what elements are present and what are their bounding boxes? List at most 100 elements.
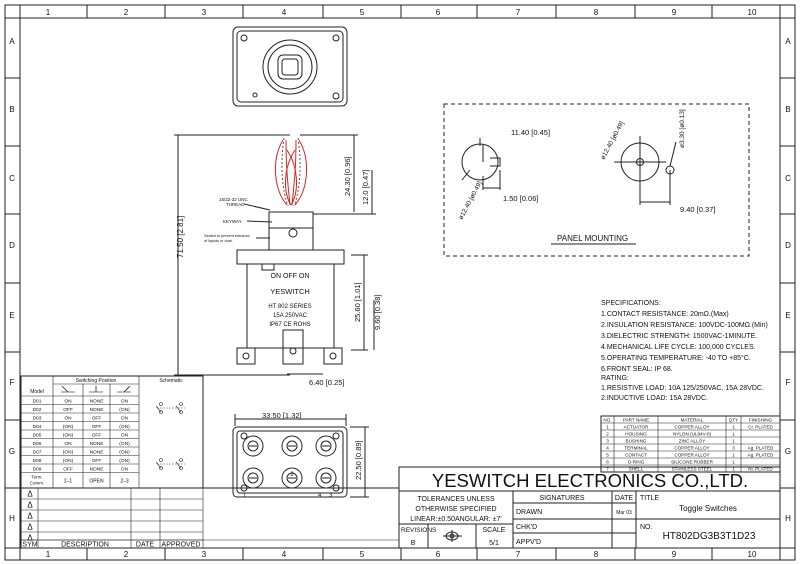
bom-cell: 1 <box>606 425 609 430</box>
switching-model: D09 <box>33 467 42 473</box>
panel-mounting <box>443 103 750 257</box>
switching-cell: OFF <box>63 407 73 413</box>
bom-cell: COPPER ALLOY <box>674 453 709 458</box>
dim-lever-height: 24.30 [0.96] <box>343 156 352 196</box>
switching-cell: NONE <box>90 441 104 447</box>
title-block <box>398 466 781 549</box>
bom-cell: COPPER ALLOY <box>674 446 709 451</box>
grid-row-left: F <box>10 378 15 387</box>
revision-header: SYM <box>22 542 37 549</box>
grid-row-left: H <box>9 514 15 523</box>
terminal-outline <box>281 435 303 457</box>
lever-symbol-arm <box>123 385 131 393</box>
switching-model: D03 <box>33 416 42 422</box>
specs-title: SPECIFICATIONS: <box>601 300 661 307</box>
tolerance-line-3: LINEAR:±0.50ANGULAR: ±7' <box>410 516 502 523</box>
bom-cell: 3 <box>732 446 735 451</box>
rating-title: RATING: <box>601 375 629 382</box>
revision-symbol: Δ <box>27 512 33 521</box>
scale-value: 5/1 <box>489 540 499 547</box>
bom-cell: 6 <box>606 460 609 465</box>
switching-cell: NONE <box>90 399 104 405</box>
schematic-header: Schematic <box>159 378 183 384</box>
bom-cell: TERMINAL <box>624 446 648 451</box>
dim-body-height: 25.60 [1.01] <box>353 282 362 322</box>
bom-cell: Ag. PLATED <box>748 453 774 458</box>
title-value: Toggle Switches <box>679 504 737 513</box>
bom-cell: 1 <box>732 460 735 465</box>
grid-row-left: G <box>9 447 15 456</box>
bom-cell: Cr. PLATED <box>748 425 773 430</box>
grid-row-left: E <box>9 311 14 320</box>
switching-model: D08 <box>33 458 42 464</box>
dim-total-height: 71.50 [2.81] <box>176 216 185 258</box>
date-label: DATE <box>615 495 633 502</box>
pin-label-4: 4 <box>318 493 322 499</box>
grid-col-top: 3 <box>202 8 207 17</box>
bom-cell: 3 <box>606 439 609 444</box>
bom-cell: Ag. PLATED <box>748 446 774 451</box>
grid-col-top: 9 <box>672 8 677 17</box>
panel-mounting-label: PANEL MOUNTING <box>557 234 628 243</box>
schematic-blade <box>175 461 182 469</box>
revisions-label: REVISIONS <box>401 527 437 534</box>
bom-cell: 4 <box>606 446 609 451</box>
side-view <box>174 134 376 376</box>
grid-col-bottom: 8 <box>594 550 599 559</box>
pin-label-center: 2 <box>290 472 294 478</box>
switching-model: D05 <box>33 433 42 439</box>
revision-header: DATE <box>136 542 154 549</box>
spec-line-2: 2.INSULATION RESISTANCE: 100VDC-100MΩ.(M… <box>601 322 768 329</box>
company-name: YESWITCH ELECTRONICS CO.,LTD. <box>432 470 748 491</box>
grid-col-bottom: 5 <box>360 550 365 559</box>
panel-dim-b: 1.50 [0.06] <box>503 194 538 203</box>
switching-model: D07 <box>33 450 42 456</box>
schematic-contact <box>179 458 183 462</box>
grid-row-right: E <box>785 311 790 320</box>
drawn-label: DRAWN <box>516 509 542 516</box>
bom-header-cell: MATERIAL <box>681 418 704 423</box>
switching-cell: OFF <box>92 416 102 422</box>
term-value: 2–1 <box>64 479 73 485</box>
grid-col-top: 1 <box>46 8 51 17</box>
panel-dim-f: ø3.30 [ø0.13] <box>679 109 686 148</box>
bom-header-cell: NO. <box>603 418 611 423</box>
bom-cell: COPPER ALLOY <box>674 425 709 430</box>
term-label: Comm. <box>30 481 45 486</box>
grid-col-top: 10 <box>748 8 757 17</box>
grid-col-top: 5 <box>360 8 365 17</box>
dim-thread-height: 12.0 [0.47] <box>361 170 370 205</box>
switching-cell: OFF <box>92 424 102 430</box>
spec-line-3: 3.DIELECTRIC STRENGTH: 1500VAC-1MINUTE. <box>601 333 757 340</box>
terminal-outline <box>242 435 264 457</box>
thread-note-line1: 15/32-32 UNC <box>219 197 249 202</box>
switching-cell: (ON) <box>63 458 74 464</box>
body-cert: IP67 CE ROHS <box>269 322 310 328</box>
bottom-view <box>232 414 369 498</box>
grid-col-bottom: 7 <box>516 550 521 559</box>
grid-row-left: D <box>9 241 15 250</box>
terminal-screw <box>247 440 259 452</box>
number-label: NO. <box>640 524 653 531</box>
bom-cell: O-RING <box>628 460 645 465</box>
switching-cell: (ON) <box>119 441 130 447</box>
grid-row-right: B <box>785 105 790 114</box>
bom-header-cell: PART NAME <box>623 418 649 423</box>
switching-cell: (ON) <box>63 450 74 456</box>
schematic-contact <box>179 410 183 414</box>
bom-cell: STAINLESS STEEL <box>672 467 713 472</box>
revision-symbol: Δ <box>27 490 33 499</box>
terminal-screw <box>247 472 259 484</box>
grid-col-bottom: 10 <box>748 550 757 559</box>
body-marking: ON OFF ON YESWITCH HT 802 SERIES 15A 250… <box>268 273 311 328</box>
panel-dim-a: 11.40 [0.45] <box>511 128 550 137</box>
bom-cell: ACTUATOR <box>624 425 650 430</box>
grid-row-right: C <box>785 174 791 183</box>
terminal-screw <box>320 440 332 452</box>
schematic-contact <box>159 466 163 470</box>
switching-cell: (ON) <box>119 407 130 413</box>
grid-row-left: A <box>9 37 15 46</box>
schematic-blade <box>175 405 182 413</box>
switching-model: D06 <box>33 441 42 447</box>
bom-cell: 1 <box>732 453 735 458</box>
